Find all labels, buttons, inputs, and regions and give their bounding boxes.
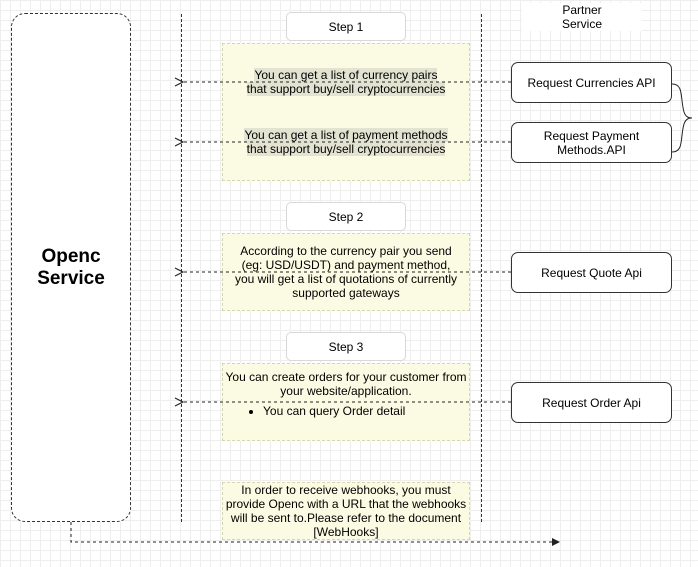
step-2-text: Step 2 xyxy=(328,209,364,224)
openc-service-box: Openc Service xyxy=(11,13,131,522)
request-payment-label-line2: Methods.API xyxy=(557,142,626,157)
request-quote-api-label: Request Quote Api xyxy=(541,265,642,280)
quote-note-line1: According to the currency pair you send xyxy=(240,244,452,258)
currencies-note-line1: You can get a list of currency pairs xyxy=(254,68,438,82)
partner-lifeline xyxy=(481,14,482,522)
step-1-brace xyxy=(671,83,693,153)
partner-label-line1: Partner xyxy=(562,3,602,17)
step-1-label: Step 1 xyxy=(286,12,406,41)
quote-note-line3: you will get a list of quotations of cur… xyxy=(234,272,458,286)
step-1-note-area xyxy=(222,43,470,181)
request-order-api-label: Request Order Api xyxy=(542,395,641,410)
request-currencies-api-box: Request Currencies API xyxy=(511,62,672,103)
step-1-text: Step 1 xyxy=(328,19,364,34)
quote-note-line4: supported gateways xyxy=(292,286,400,300)
webhook-note-line2: provide Openc with a URL that the webhoo… xyxy=(225,497,467,511)
order-note-bullets: You can query Order detail xyxy=(223,404,469,418)
request-payment-methods-api-box: Request Payment Methods.API xyxy=(511,122,672,163)
step-3-text: Step 3 xyxy=(328,339,364,354)
openc-service-label-line2: Service xyxy=(37,267,105,289)
request-quote-api-box: Request Quote Api xyxy=(511,252,672,293)
quote-note-line2: (eg: USD/USDT) and payment method, xyxy=(241,258,451,272)
partner-label-line2: Service xyxy=(561,17,602,31)
order-note-line1: You can create orders for your customer … xyxy=(225,370,467,384)
webhook-note-line1: In order to receive webhooks, you must xyxy=(241,483,451,497)
payments-note-line2: that support buy/sell cryptocurrencies xyxy=(246,142,446,156)
order-note-line2: your website/application. xyxy=(280,384,412,398)
request-payment-label-line1: Request Payment xyxy=(543,128,640,143)
openc-service-label-line1: Openc xyxy=(41,245,101,267)
order-note-bullet: You can query Order detail xyxy=(263,404,469,418)
currencies-note-line2: that support buy/sell cryptocurrencies xyxy=(246,82,446,96)
currencies-note: You can get a list of currency pairs tha… xyxy=(222,66,470,98)
request-order-api-box: Request Order Api xyxy=(511,382,672,423)
partner-service-label: Partner Service xyxy=(522,3,642,31)
webhook-arrow xyxy=(70,522,560,546)
step-3-label: Step 3 xyxy=(286,332,406,361)
webhook-note-line4: [WebHooks] xyxy=(313,525,379,539)
webhook-note: In order to receive webhooks, you must p… xyxy=(222,482,470,540)
payments-note-line1: You can get a list of payment methods xyxy=(244,128,448,142)
request-currencies-api-label: Request Currencies API xyxy=(527,75,656,90)
webhook-note-line3: will be sent to.Please refer to the docu… xyxy=(230,511,462,525)
payments-note: You can get a list of payment methods th… xyxy=(222,126,470,158)
step-2-label: Step 2 xyxy=(286,202,406,231)
